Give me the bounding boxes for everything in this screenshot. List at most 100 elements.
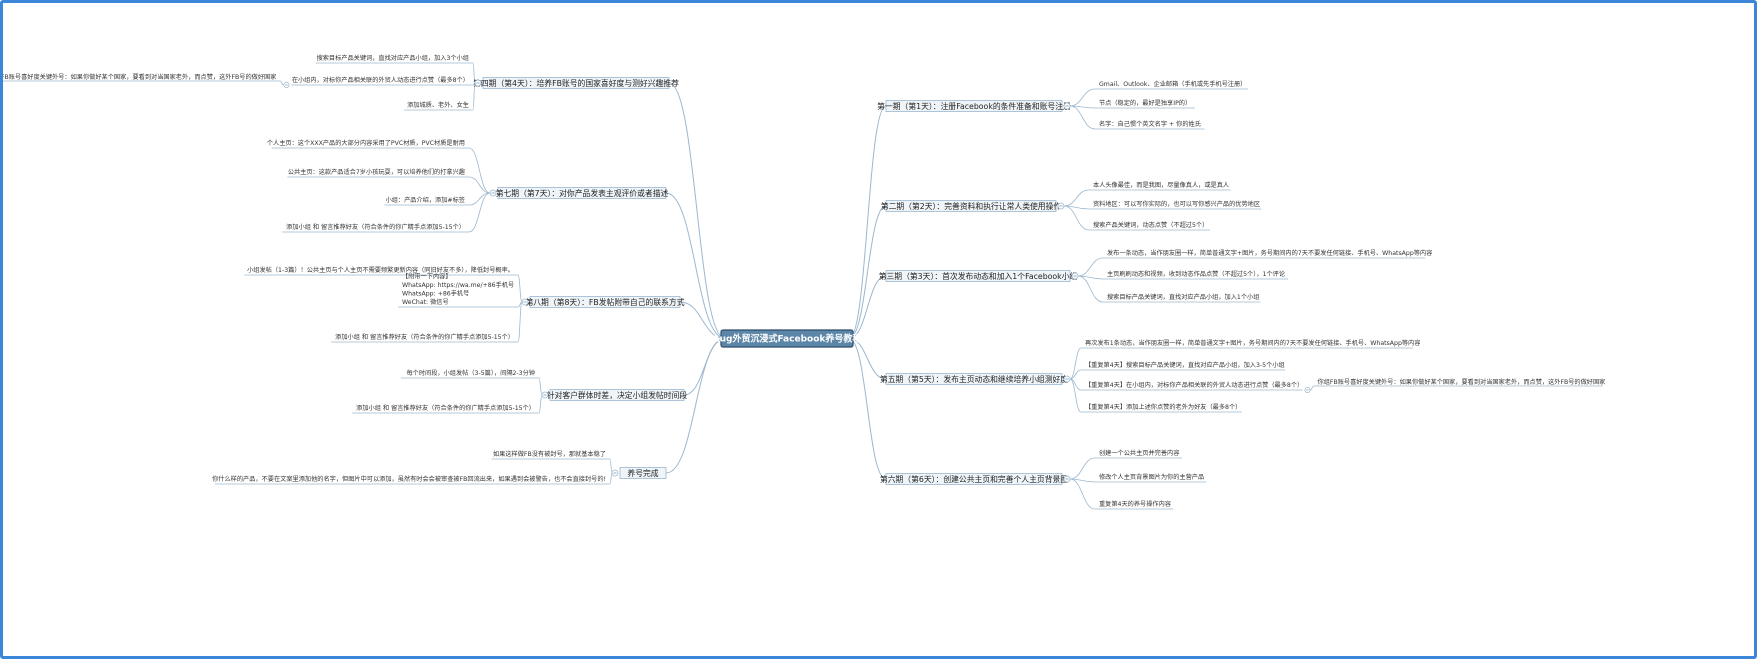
branch-connector [679,301,726,339]
root-label: Aug外贸沉浸式Facebook养号教程 [713,333,862,345]
leaf-node[interactable]: 添加城质、老外、女生 [407,101,469,109]
leaf-label: 本人头像最佳，而是我图，尽量像真人，或是真人 [1093,181,1229,189]
leaf-connector [1069,478,1096,483]
leaf-node[interactable]: 搜索目标产品关键词，直找对应产品小组，加入1个小组 [1107,293,1259,301]
leaf-node[interactable]: 【附带一下内容】WhatsApp: https://wa.me/+86手机号Wh… [402,273,514,307]
leaf-node[interactable]: 添加小组 和 留言推荐好友（符合条件的你广精手点添加5-15个） [286,223,465,231]
leaf-node[interactable]: 搜索产品关键词，动态点赞（不超过5个） [1093,221,1208,229]
note-label: 你组FB账号喜好度关键外号：如果你做好某个国家，要看到对当国家老外，而点赞，这外… [3,73,276,81]
leaf-connector [517,274,523,303]
branch-label: 第八期（第8天）：FB发帖附带自己的联系方式 [525,297,684,307]
branch-node-b2[interactable]: 第二期（第2天）：完善资料和执行让常人类使用操作 [881,200,1065,212]
leaf-node[interactable]: 每个时间段，小组发帖（3-5篇），间隔2-3分钟 [407,369,536,377]
leaf-label: 搜索目标产品关键词，直找对应产品小组，加入3个小组 [317,54,469,62]
leaf-label-line: WhatsApp: +86手机号 [402,290,469,298]
branch-label: 第五期（第5天）：发布主页动态和继续培养小组测好度 [880,374,1068,384]
leaf-connector [1069,369,1082,380]
leaf-node[interactable]: 发布一条动态，当作朋友圈一样，简单普通文字+图片，务号期间内的7天不要发任何链接… [1107,249,1432,257]
leaf-label: 如果这样做FB没有被封号，那就基本稳了 [493,450,606,458]
branch-connector [848,275,887,339]
leaf-label: 搜索目标产品关键词，直找对应产品小组，加入1个小组 [1107,293,1259,301]
branch-node-b7[interactable]: 第七期（第7天）：对你产品发表主观评价或者描述 [489,187,668,199]
leaf-node[interactable]: Gmail、Outlook、企业邮箱（手机或先手机号注册） [1099,80,1246,88]
leaf-node[interactable]: 修改个人主页背景图片为你的主营产品 [1099,473,1204,481]
leaf-node[interactable]: 名字：自己惯个英文名字 + 你的姓氏 [1099,120,1201,128]
leaf-node[interactable]: 添加小组 和 留言推荐好友（符合条件的你广精手点添加5-15个） [335,333,514,341]
branch-node-b8[interactable]: 第八期（第8天）：FB发帖附带自己的联系方式 [521,296,685,308]
leaf-label: 发布一条动态，当作朋友圈一样，简单普通文字+图片，务号期间内的7天不要发任何链接… [1107,249,1432,257]
leaf-node[interactable]: 搜索目标产品关键词，直找对应产品小组，加入3个小组 [317,54,469,62]
leaf-node[interactable]: 创建一个公共主页并完善内容 [1099,449,1179,457]
leaf-connector [1069,478,1096,510]
leaf-connector [517,301,523,308]
branch-label: 养号完成 [627,468,658,478]
leaf-label: 【附带一下内容】 [402,273,452,281]
leaf-connector [1069,457,1096,480]
leaf-label: 节点（稳定的，最好是独享IP的） [1099,99,1191,107]
leaf-connector [538,394,543,414]
branch-connector [848,338,887,380]
leaf-label: 重复第4天的养号操作内容 [1099,500,1171,508]
leaf-node[interactable]: 小组：产品介绍，添加#标签 [386,196,465,204]
leaf-label: 【重复第4天】搜索目标产品关键词，直找对应产品小组，加入3-5个小组 [1085,361,1285,369]
leaf-label: 添加城质、老外、女生 [407,101,469,109]
branch-node-b9[interactable]: 针对客户群体时差，决定小组发帖时间段 [541,389,687,401]
leaf-node[interactable]: 主页刷刷动态和视频，收到动态作品点赞（不超过5个），1个评论 [1107,270,1286,278]
leaf-collapse-toggle[interactable] [1304,387,1311,393]
leaf-label: 【重复第4天】在小组内，对标你产品相关联的外贸人动态进行点赞（最多8个） [1085,381,1303,389]
leaf-node[interactable]: 资料地区：可以写你实际的，也可以写你感兴产品的优势地区 [1093,200,1260,208]
leaf-connector [609,458,613,474]
leaf-node[interactable]: 在小组内，对标你产品相关联的外贸人动态进行点赞（最多8个） [292,76,469,84]
mind-map-canvas: 第一期（第1天）：注册Facebook的条件准备和账号注册 Gmail、Outlo… [3,54,1606,510]
branch-label: 第二期（第2天）：完善资料和执行让常人类使用操作 [881,201,1062,211]
leaf-label: 创建一个公共主页并完善内容 [1099,449,1179,457]
leaf-node[interactable]: 节点（稳定的，最好是独享IP的） [1099,99,1191,107]
branch-connector [848,105,887,339]
leaf-node[interactable]: 重复第4天的养号操作内容 [1099,500,1171,508]
note-connector [1310,385,1314,391]
leaf-label-line: WeChat: 微信号 [402,298,449,306]
leaf-connector [1077,275,1104,280]
leaf-connector [1069,88,1096,107]
leaf-label: 个人主页：这个XXX产品的大部分内容采用了PVC材质，PVC材质是耐用 [267,139,465,147]
branch-label: 第三期（第3天）：首次发布动态和加入1个Facebook小组 [879,271,1078,281]
branch-node-b3[interactable]: 第三期（第3天）：首次发布动态和加入1个Facebook小组 [879,270,1079,282]
branch-node-b1[interactable]: 第一期（第1天）：注册Facebook的条件准备和账号注册 [877,100,1071,112]
root-node[interactable]: Aug外贸沉浸式Facebook养号教程 [713,329,862,348]
branch-connector [665,338,726,474]
branch-node-b5[interactable]: 第五期（第5天）：发布主页动态和继续培养小组测好度 [880,373,1071,385]
leaf-label: Gmail、Outlook、企业邮箱（手机或先手机号注册） [1099,80,1246,88]
leaf-node[interactable]: 【重复第4天】添加上述你点赞的老外为好友（最多8个） [1085,403,1241,411]
leaf-label: 【重复第4天】添加上述你点赞的老外为好友（最多8个） [1085,403,1241,411]
leaf-connector [468,147,491,194]
branch-node-b10[interactable]: 养号完成 [611,467,667,479]
leaf-node[interactable]: 如果这样做FB没有被封号，那就基本稳了 [493,450,606,458]
leaf-label: 添加小组 和 留言推荐好友（符合条件的你广精手点添加5-15个） [356,404,535,412]
leaf-collapse-toggle[interactable] [283,82,290,88]
leaf-connector [1069,347,1082,380]
note-connector [280,80,284,86]
leaf-node[interactable]: 【重复第4天】搜索目标产品关键词，直找对应产品小组，加入3-5个小组 [1085,361,1285,369]
note-label: 你组FB账号喜好度关键外号：如果你做好某个国家，要看到对当国家老外，而点赞，这外… [1318,378,1606,386]
leaf-node[interactable]: 本人头像最佳，而是我图，尽量像真人，或是真人 [1093,181,1229,189]
branch-label: 第六期（第6天）：创建公共主页和完善个人主页背景图 [880,474,1068,484]
leaf-node[interactable]: 再次发布1条动态，当作朋友圈一样，简单普通文字+图片，务号期间内的7天不要发任何… [1085,339,1420,347]
leaf-label: 再次发布1条动态，当作朋友圈一样，简单普通文字+图片，务号期间内的7天不要发任何… [1085,339,1420,347]
leaf-node[interactable]: 个人主页：这个XXX产品的大部分内容采用了PVC材质，PVC材质是耐用 [267,139,465,147]
leaf-node[interactable]: 你什么样的产品，不要在文案里添加他的名字，但图片中可以添加，虽然有时会会被审查被… [212,475,606,483]
leaf-connector [517,301,523,343]
branch-node-b6[interactable]: 第六期（第6天）：创建公共主页和完善个人主页背景图 [880,473,1071,485]
leaf-node[interactable]: 添加小组 和 留言推荐好友（符合条件的你广精手点添加5-15个） [356,404,535,412]
leaf-connector [1077,275,1104,303]
leaf-label: 添加小组 和 留言推荐好友（符合条件的你广精手点添加5-15个） [286,223,465,231]
leaf-connector [468,176,491,194]
branch-connector [668,82,726,339]
leaf-node[interactable]: 【重复第4天】在小组内，对标你产品相关联的外贸人动态进行点赞（最多8个） [1085,381,1303,389]
leaf-connector [1069,105,1096,130]
leaf-node[interactable]: 小组发帖（1-3篇）！公共主页与个人主页不需要频繁更新内容（同旧好友不多），降低… [247,266,514,274]
branch-node-b4[interactable]: 第四期（第4天）：培养FB账号的国家喜好度与测好兴趣推荐 [473,77,679,89]
leaf-label: 你什么样的产品，不要在文案里添加他的名字，但图片中可以添加，虽然有时会会被审查被… [212,475,606,483]
leaf-node[interactable]: 公共主页：这款产品适合7岁小孩玩耍，可以培养他们的打拿兴趣 [288,168,465,176]
branch-label: 第一期（第1天）：注册Facebook的条件准备和账号注册 [877,101,1071,111]
